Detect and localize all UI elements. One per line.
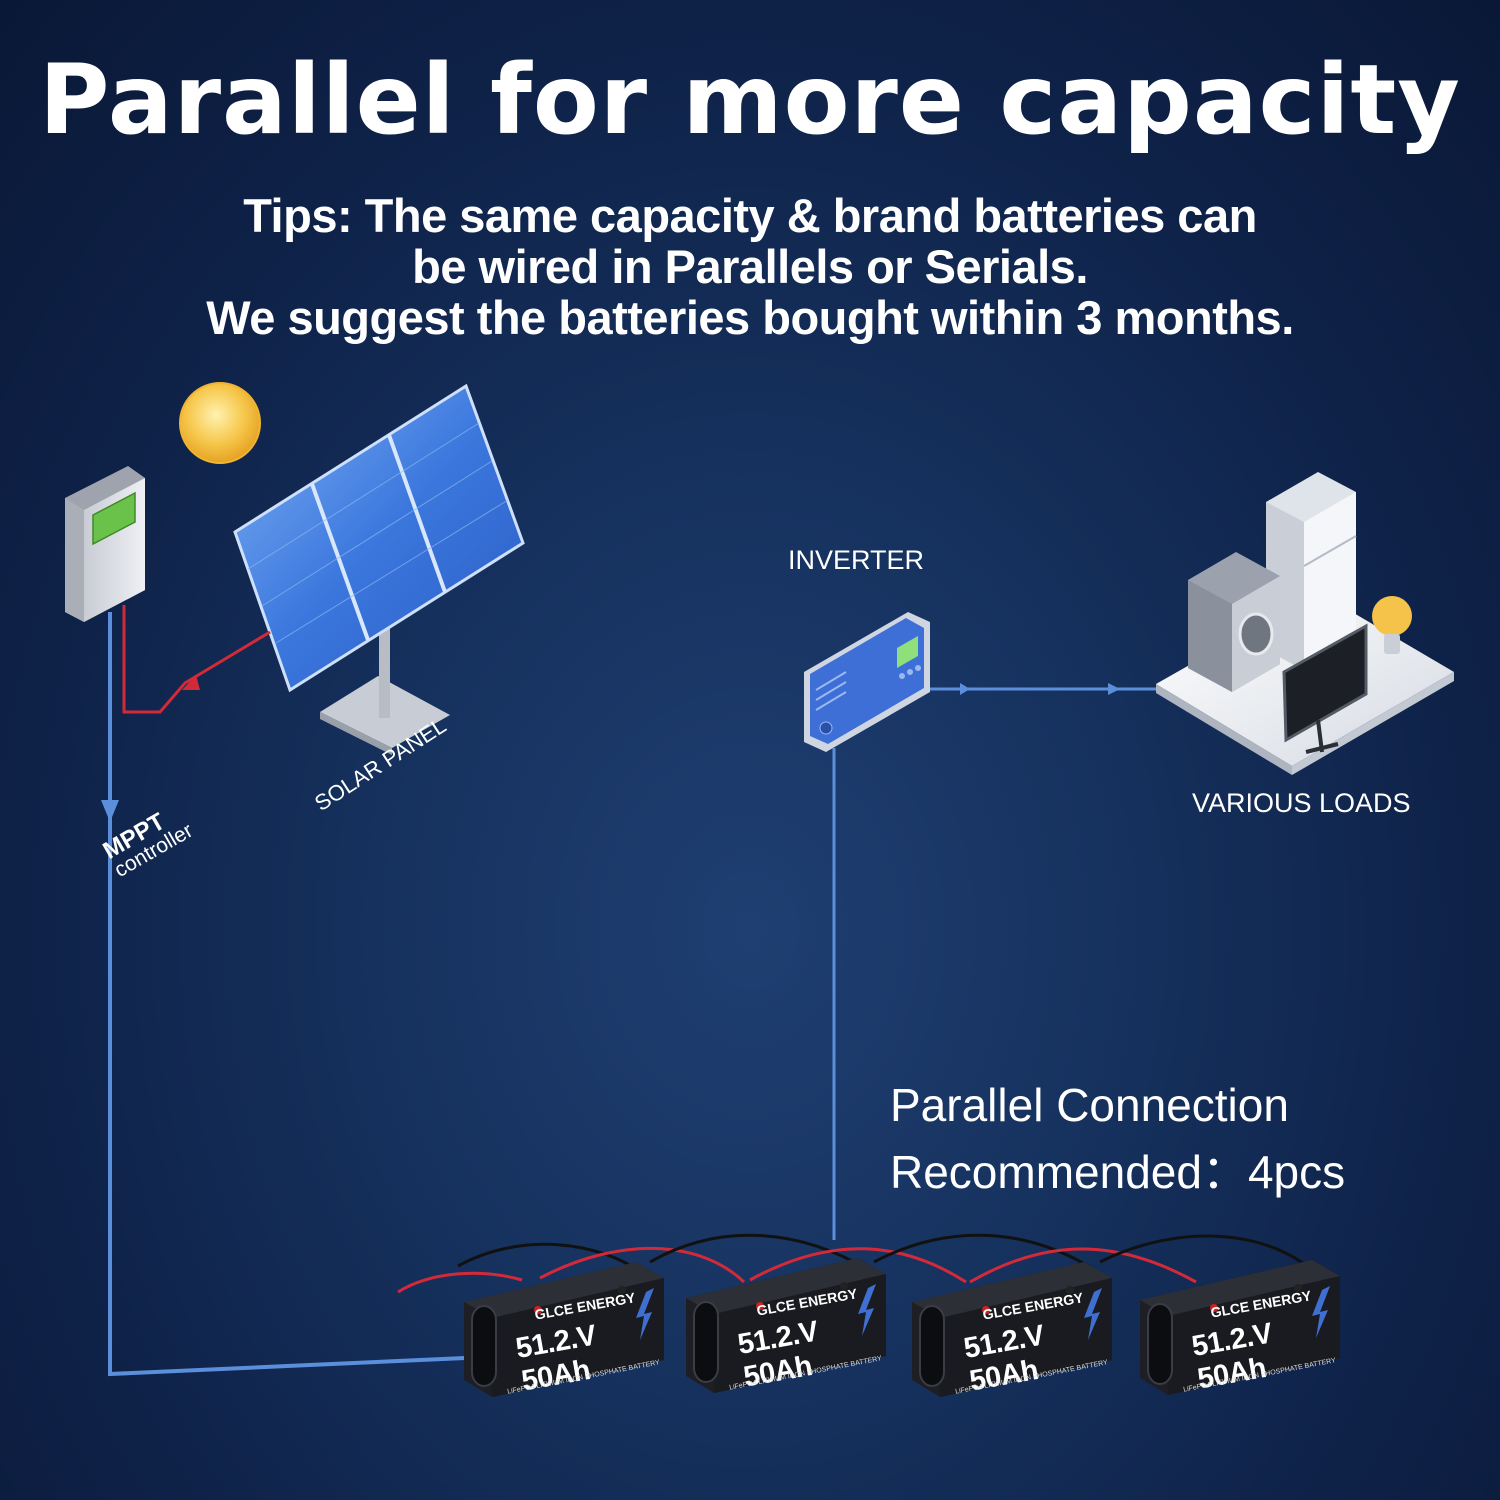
battery-1-icon: GLCE ENERGY 51.2.V 50Ah LiFePO4 LITHIUM … <box>458 1262 668 1398</box>
solar-wire <box>122 605 271 714</box>
lightbulb-icon <box>1372 596 1412 654</box>
right-arrow-icon <box>960 683 970 695</box>
recommended-text: Recommended：4pcs <box>890 1146 1346 1198</box>
tips-line-3: We suggest the batteries bought within 3… <box>206 291 1294 344</box>
battery-body-icon <box>1140 1260 1340 1395</box>
inverter-label: INVERTER <box>788 545 925 575</box>
sun-icon <box>179 382 261 464</box>
down-arrow-icon <box>101 800 119 822</box>
inverter-icon <box>804 612 930 752</box>
battery-3-icon: GLCE ENERGY 51.2.V 50Ah LiFePO4 LITHIUM … <box>906 1262 1116 1398</box>
mppt-controller-icon <box>65 466 145 622</box>
tips-line-2: be wired in Parallels or Serials. <box>412 240 1088 293</box>
battery-interconnect-wires <box>397 1233 1318 1294</box>
tips-line-1: Tips: The same capacity & brand batterie… <box>243 189 1257 242</box>
battery-2-icon: GLCE ENERGY 51.2.V 50Ah LiFePO4 LITHIUM … <box>680 1258 890 1394</box>
right-arrow-icon-2 <box>1108 683 1120 695</box>
tips-text: Tips: The same capacity & brand batterie… <box>0 190 1500 343</box>
battery-body-icon <box>912 1262 1112 1397</box>
battery-4-icon: GLCE ENERGY 51.2.V 50Ah LiFePO4 LITHIUM … <box>1134 1260 1344 1396</box>
solar-panel-icon <box>233 383 525 755</box>
page-title: Parallel for more capacity <box>39 44 1461 156</box>
parallel-connection-label: Parallel Connection Recommended：4pcs <box>890 1072 1345 1206</box>
parallel-connection-text: Parallel Connection <box>890 1079 1289 1131</box>
solar-wire-arrow-icon <box>182 675 200 690</box>
battery-body-icon <box>686 1258 886 1393</box>
battery-body-icon <box>464 1262 664 1397</box>
various-loads-label: VARIOUS LOADS <box>1192 788 1411 818</box>
tv-icon <box>1282 623 1368 754</box>
various-loads-icon <box>1156 472 1454 775</box>
washing-machine-icon <box>1188 552 1280 692</box>
controller-battery-wire <box>108 612 466 1377</box>
